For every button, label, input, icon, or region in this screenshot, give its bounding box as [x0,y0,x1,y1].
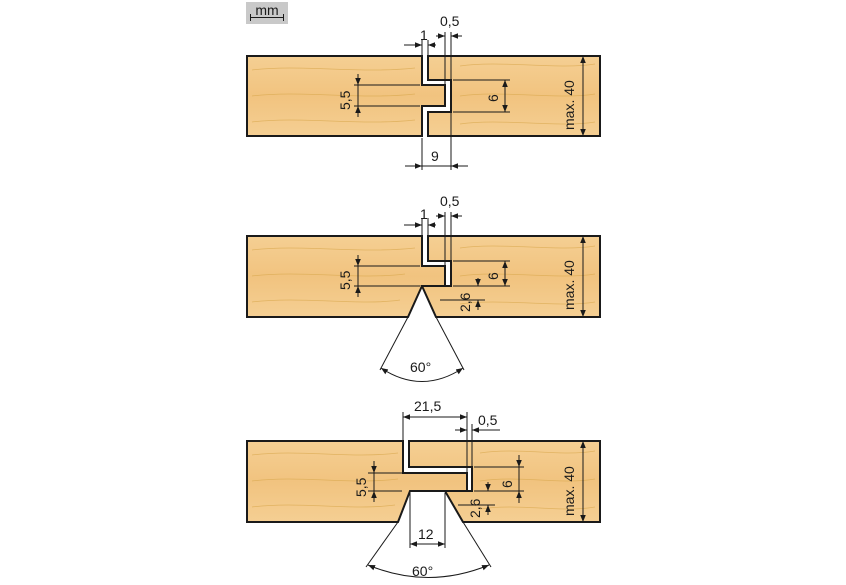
profile-3-dim-angle: 60° [412,563,433,579]
profile-1-board-right [427,55,601,137]
profile-1-dim-1: 1 [420,27,428,43]
profile-3-dim-05: 0,5 [478,412,498,428]
profile-1: 1 0,5 5,5 6 max. 40 9 [246,13,601,170]
profile-3: 21,5 0,5 5,5 6 2,6 [246,398,601,579]
profile-1-dim-05: 0,5 [440,13,460,29]
profile-1-dim-55: 5,5 [337,90,353,110]
profile-2-dim-max: max. 40 [561,260,577,310]
profile-2-dim-05: 0,5 [440,193,460,209]
profile-1-dim-9: 9 [431,148,439,164]
profile-3-dim-26: 2,6 [467,498,483,518]
profile-3-dim-6: 6 [499,480,515,488]
profile-2-dim-6: 6 [485,272,501,280]
profile-2-dim-55: 5,5 [337,270,353,290]
profile-2-dim-26: 2,6 [457,292,473,312]
profile-1-dim-max: max. 40 [561,80,577,130]
profile-2-dim-1: 1 [420,206,428,222]
profile-2: 1 0,5 5,5 6 2,6 max. 40 60° [246,193,601,382]
profile-2-board-right [420,235,601,318]
profile-2-dim-angle: 60° [410,359,431,375]
unit-arrow-icon [250,14,284,21]
profile-3-dim-215: 21,5 [414,398,441,414]
profile-3-dim-55: 5,5 [353,477,369,497]
profile-1-board-left [246,55,446,137]
profile-3-dim-max: max. 40 [561,466,577,516]
profile-3-dim-12: 12 [418,526,434,542]
profile-1-dim-6: 6 [485,94,501,102]
unit-badge: mm [246,2,288,24]
profile-3-board-right [408,440,601,523]
unit-label: mm [255,2,279,18]
